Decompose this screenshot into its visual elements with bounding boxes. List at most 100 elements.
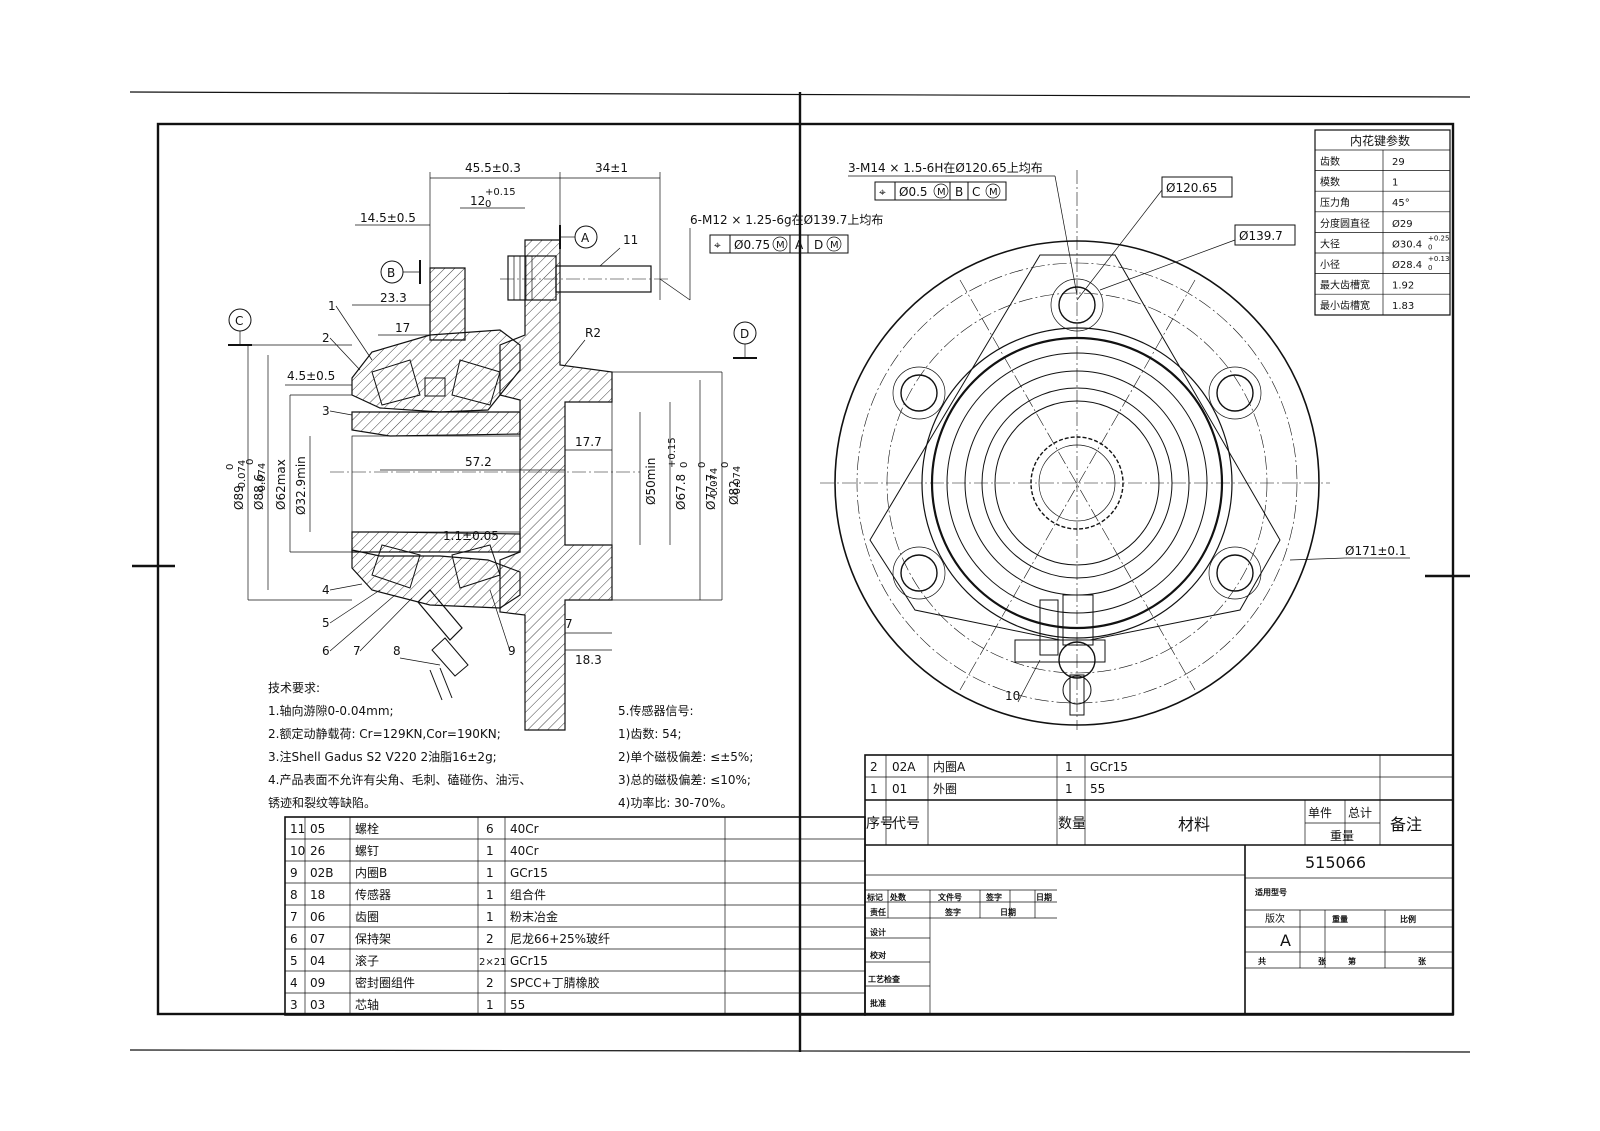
fcf-stud-mod-d: M (830, 240, 839, 251)
sign-col-label: 签字 (944, 907, 961, 917)
dim-77-7: Ø77.7 (704, 474, 718, 510)
sheet-label: 张 (1318, 957, 1327, 966)
spline-param-value: 1 (1392, 178, 1398, 189)
bom-qty: 1 (486, 888, 494, 902)
dim-62: Ø62max (274, 459, 288, 510)
bom-qty: 1 (1065, 760, 1073, 774)
part-callouts: 1 2 3 4 5 6 7 8 9 11 (322, 233, 638, 666)
spline-param-name: 最大齿槽宽 (1320, 279, 1370, 292)
sensor-line-4: 4)功率比: 30-70%。 (618, 795, 732, 810)
dim-89-tol-up: 0 (225, 464, 236, 470)
sensor-line-2: 2)单个磁极偏差: ≤±5%; (618, 749, 753, 764)
tone-ring (429, 267, 466, 341)
bom-seq: 8 (290, 888, 298, 902)
row-check: 校对 (870, 950, 886, 960)
fcf-stud-mod: M (776, 240, 785, 251)
bom-qty: 2×21 (479, 957, 506, 968)
sheet-frame (129, 91, 1471, 1053)
hdr-material: 材料 (1178, 815, 1210, 834)
spline-param-name: 大径 (1320, 237, 1340, 250)
rev-col-mark: 标记 (866, 892, 883, 902)
dim-17-7: 17.7 (575, 435, 602, 449)
part-number: 515066 (1305, 853, 1366, 872)
dim-50: Ø50min (644, 458, 658, 505)
fcf-top-symbol: ⌖ (879, 185, 886, 199)
dim-32-9: Ø32.9min (294, 456, 308, 515)
bom-code: 01 (892, 782, 907, 796)
spline-param-name: 最小齿槽宽 (1320, 299, 1370, 312)
bom-seq: 6 (290, 932, 298, 946)
note-line-4: 4.产品表面不允许有尖角、毛刺、磕碰伤、油污、 (268, 772, 531, 787)
spline-param-name: 压力角 (1320, 196, 1350, 209)
bom-seq: 4 (290, 976, 298, 990)
sheet-no-label: 第 (1348, 956, 1356, 966)
spline-param-value: 45° (1392, 198, 1410, 209)
bom-name: 外圈 (933, 782, 957, 796)
fcf-stud-tol: Ø0.75 (734, 238, 770, 252)
pcd-139-label: Ø139.7 (1239, 229, 1283, 243)
notes-heading: 技术要求: (268, 681, 320, 695)
bom-seq: 10 (290, 844, 305, 858)
scale-label: 比例 (1400, 914, 1416, 924)
fcf-top-mod: M (937, 187, 946, 198)
callout-5: 5 (322, 616, 330, 630)
dim-77-7-tol: -0.074 (709, 468, 720, 500)
bom-qty: 1 (1065, 782, 1073, 796)
callout-1: 1 (328, 299, 336, 313)
rollers-upper (371, 359, 501, 406)
callout-6: 6 (322, 644, 330, 658)
sensor-heading: 5.传感器信号: (618, 703, 694, 718)
dim-67-8-tol-low: 0 (679, 462, 690, 468)
version-value: A (1280, 931, 1291, 950)
bom-material: 40Cr (510, 822, 539, 836)
row-design: 设计 (870, 927, 886, 937)
callout-11: 11 (623, 233, 638, 247)
bom-material: 55 (510, 998, 525, 1012)
datum-a-label: A (581, 231, 590, 245)
bom-seq: 3 (290, 998, 298, 1012)
bom-material: 40Cr (510, 844, 539, 858)
datum-b-label: B (387, 266, 395, 280)
hdr-code: 代号 (892, 816, 920, 832)
bom-qty: 1 (486, 866, 494, 880)
date-col-label: 日期 (1000, 907, 1016, 917)
callout-3: 3 (322, 404, 330, 418)
spline-param-name: 齿数 (1320, 155, 1340, 168)
dim-82: Ø82 (727, 480, 741, 505)
dim-18-3: 18.3 (575, 653, 602, 667)
front-dimensions: 3-M14 × 1.5-6H在Ø120.65上均布 Ø120.65 Ø139.7… (848, 161, 1410, 561)
row-process: 工艺检查 (868, 974, 901, 984)
callout-8: 8 (393, 644, 401, 658)
outer-ring-upper (351, 329, 521, 413)
hdr-unit: 单件 (1308, 806, 1332, 820)
section-view (330, 239, 670, 731)
spline-param-name: 分度圆直径 (1320, 217, 1370, 230)
fcf-top-datum-c: C (972, 185, 980, 199)
spline-param-value: 1.83 (1392, 301, 1414, 312)
dim-r2: R2 (585, 326, 601, 340)
fcf-top-tol: Ø0.5 (899, 185, 928, 199)
callout-2: 2 (322, 331, 330, 345)
spline-param-value: 29 (1392, 157, 1405, 168)
spline-param-tol-lower: 0 (1428, 243, 1432, 251)
sensor-8 (417, 589, 469, 701)
bom-name: 内圈B (355, 866, 387, 880)
dim-82-tol: -0.074 (732, 466, 743, 498)
dim-89-tol: -0.074 (237, 460, 248, 492)
version-label: 版次 (1265, 912, 1285, 925)
hdr-total: 总计 (1348, 806, 1372, 820)
callout-7: 7 (353, 644, 361, 658)
dim-17: 17 (395, 321, 410, 335)
bom-name: 密封圈组件 (355, 975, 415, 990)
bom-code: 02B (310, 866, 334, 880)
hdr-qty: 数量 (1058, 816, 1086, 832)
dim-12-tol-low: 0 (485, 199, 491, 210)
bom-material: GCr15 (510, 954, 548, 968)
section-dimensions: 45.5±0.3 34±1 12 +0.15 0 14.5±0.5 23.3 1… (225, 161, 883, 667)
bom-code: 03 (310, 998, 325, 1012)
callout-9: 9 (508, 644, 516, 658)
sensor-line-1: 1)齿数: 54; (618, 726, 682, 741)
rev-col-sign: 签字 (985, 892, 1002, 902)
bom-seq: 1 (870, 782, 878, 796)
